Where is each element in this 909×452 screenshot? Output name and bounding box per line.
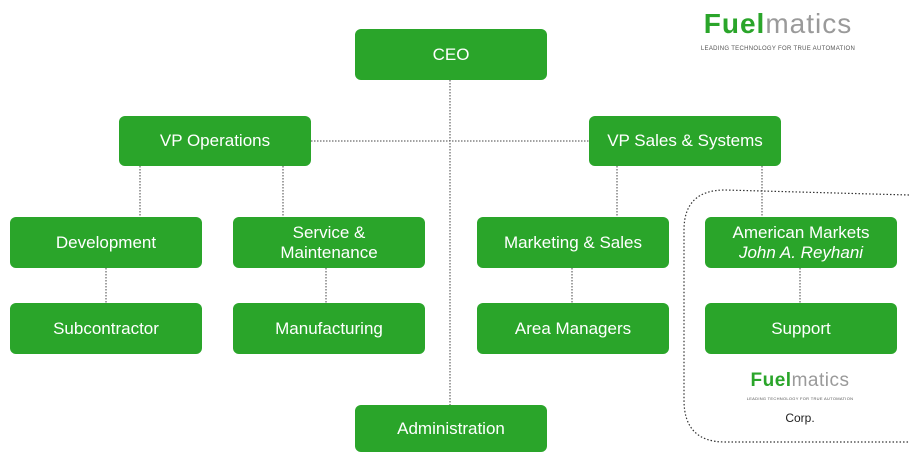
development-label: Development [55,232,157,252]
subcontractor-box: Subcontractor [10,303,202,354]
logo-wordmark: Fuelmatics [700,8,856,40]
american-markets-person: John A. Reyhani [738,242,864,262]
administration-label: Administration [397,418,505,438]
manufacturing-label: Manufacturing [275,318,383,338]
manufacturing-box: Manufacturing [233,303,425,354]
service-label-line1: Service & [292,222,366,242]
american-markets-box: American Markets John A. Reyhani [705,217,897,268]
service-label-line2: Maintenance [280,242,378,262]
marketing-sales-box: Marketing & Sales [477,217,669,268]
vp-sales-systems-box: VP Sales & Systems [589,116,781,166]
logo-tagline: LEADING TECHNOLOGY FOR TRUE AUTOMATION [700,46,856,52]
area-managers-label: Area Managers [514,318,632,338]
corp-logo-matics: matics [791,370,850,391]
american-markets-label: American Markets [732,222,870,242]
ceo-box: CEO [355,29,547,80]
logo-fuel: Fuel [703,8,766,39]
administration-box: Administration [355,405,547,452]
vp-operations-label: VP Operations [159,131,271,150]
logo-matics: matics [765,8,853,39]
fuelmatics-corp-logo: Fuelmatics LEADING TECHNOLOGY FOR TRUE A… [740,370,860,425]
corp-logo-wordmark: Fuelmatics [740,370,860,392]
ceo-label: CEO [432,44,470,64]
marketing-sales-label: Marketing & Sales [504,232,642,252]
fuelmatics-logo: Fuelmatics LEADING TECHNOLOGY FOR TRUE A… [700,8,856,52]
vp-operations-box: VP Operations [119,116,311,166]
corp-label: Corp. [785,411,815,425]
subcontractor-label: Subcontractor [53,318,159,338]
vp-sales-systems-label: VP Sales & Systems [607,131,763,150]
corp-group-outline [683,189,909,443]
corp-logo-fuel: Fuel [750,370,792,391]
development-box: Development [10,217,202,268]
area-managers-box: Area Managers [477,303,669,354]
support-box: Support [705,303,897,354]
support-label: Support [771,318,831,338]
service-maintenance-box: Service & Maintenance [233,217,425,268]
corp-logo-tagline: LEADING TECHNOLOGY FOR TRUE AUTOMATION [746,396,854,401]
